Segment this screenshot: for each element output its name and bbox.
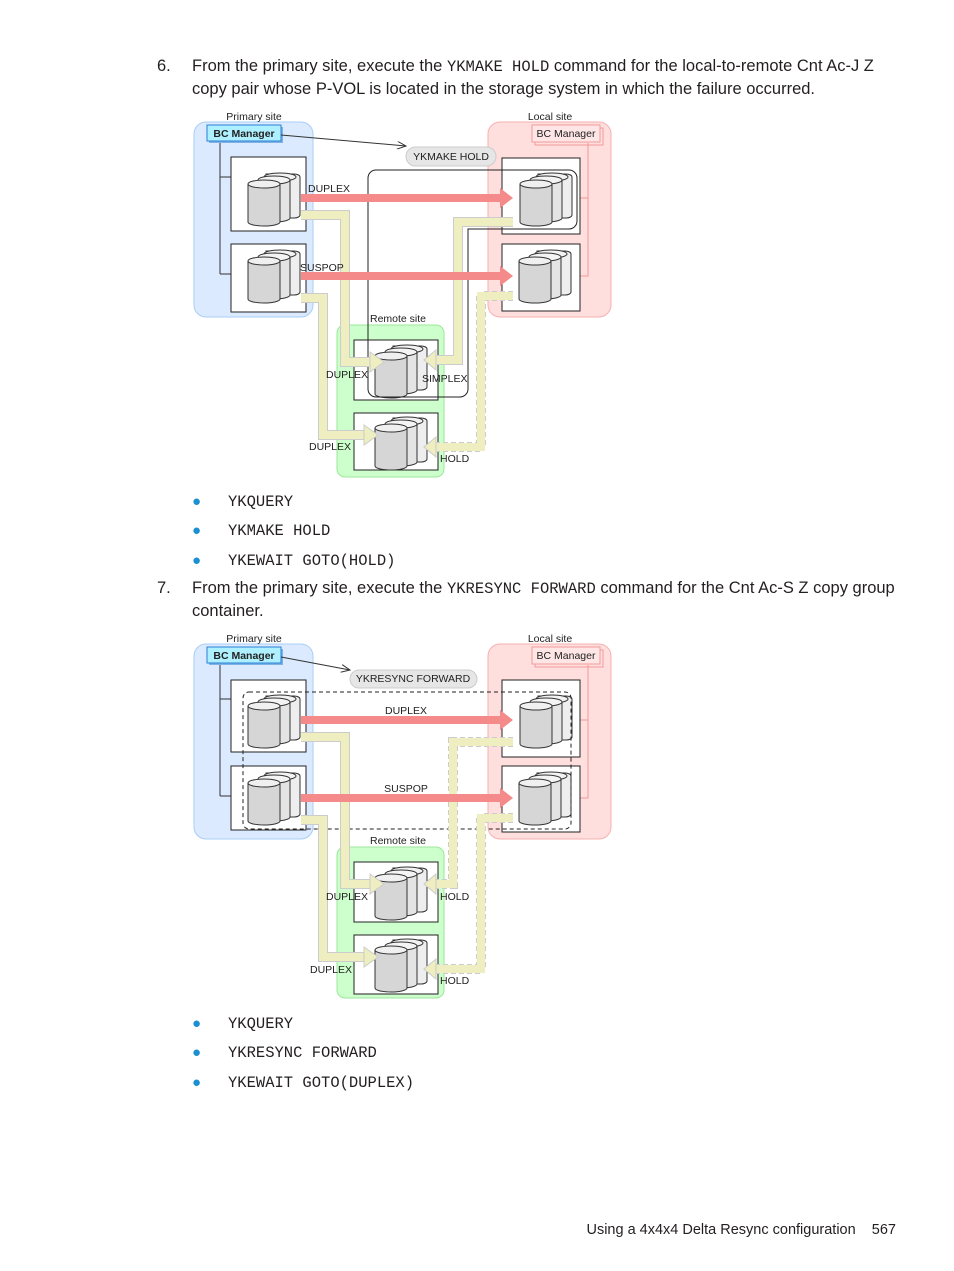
diagram-label: HOLD — [440, 453, 470, 465]
diagram-label: HOLD — [440, 891, 470, 903]
diagram-label: SIMPLEX — [422, 373, 468, 385]
diagram-label: DUPLEX — [309, 441, 351, 453]
primary-site-label: Primary site — [226, 111, 282, 123]
diagram-label: YKRESYNC FORWARD — [356, 673, 471, 685]
step-text-after: command for the local-to-remote Cnt Ac-J… — [192, 57, 874, 98]
diagram-label: SUSPOP — [384, 783, 428, 795]
bc-manager-local — [531, 646, 601, 665]
red-arrow-duplex — [301, 716, 501, 724]
page-number: 567 — [871, 1222, 896, 1238]
step-text: From the primary site, execute the YKRES… — [192, 577, 897, 622]
step-number: 6. — [157, 57, 171, 75]
diagram-label: YKMAKE HOLD — [413, 151, 489, 163]
step-text: From the primary site, execute the YKMAK… — [192, 55, 897, 100]
step-6: 6. From the primary site, execute the YK… — [157, 55, 897, 100]
copy-group-container-outline — [242, 691, 572, 830]
command-inline: YKRESYNC FORWARD — [446, 580, 596, 598]
step-text-after: command for the Cnt Ac-S Z copy group co… — [192, 579, 895, 620]
footer-section-title: Using a 4x4x4 Delta Resync configuration — [586, 1222, 856, 1238]
step-text-before: From the primary site, execute the — [192, 579, 447, 597]
step-number: 7. — [157, 579, 171, 597]
diagram-label: DUPLEX — [308, 183, 350, 195]
pair-group-outline — [367, 169, 578, 398]
diagram-label: BC Manager — [213, 650, 274, 662]
command-pill — [405, 146, 497, 167]
diagram-label: HOLD — [440, 975, 470, 987]
step-text-before: From the primary site, execute the — [192, 57, 447, 75]
diagram-label: BC Manager — [537, 650, 596, 662]
local-site-label: Local site — [528, 633, 573, 645]
page-footer: Using a 4x4x4 Delta Resync configuration… — [586, 1222, 896, 1238]
diagram-label: DUPLEX — [326, 891, 368, 903]
diagram-label: DUPLEX — [310, 964, 352, 976]
red-arrow-suspop — [301, 794, 501, 802]
command-pill — [349, 669, 478, 689]
step-7: 7. From the primary site, execute the YK… — [157, 577, 897, 622]
diagram-label: SUSPOP — [300, 262, 344, 274]
command-inline: YKMAKE HOLD — [446, 58, 550, 76]
diagram-label: DUPLEX — [385, 705, 427, 717]
primary-site-label: Primary site — [226, 633, 282, 645]
local-site-label: Local site — [528, 111, 573, 123]
diagram-label: BC Manager — [213, 128, 274, 140]
bc-manager-primary — [206, 124, 282, 142]
diagram-ykresync-forward: Primary site Local site Remote site BC M… — [193, 633, 612, 999]
bc-manager-local — [531, 124, 601, 143]
remote-site-label: Remote site — [370, 313, 426, 325]
red-arrow-suspop — [301, 272, 501, 280]
diagram-ykmake-hold: Primary site Local site Remote site BC M… — [193, 111, 612, 478]
bc-manager-primary — [206, 646, 282, 664]
red-arrow-duplex — [301, 194, 501, 202]
diagram-label: DUPLEX — [326, 369, 368, 381]
remote-site-label: Remote site — [370, 835, 426, 847]
diagram-label: BC Manager — [537, 128, 596, 140]
